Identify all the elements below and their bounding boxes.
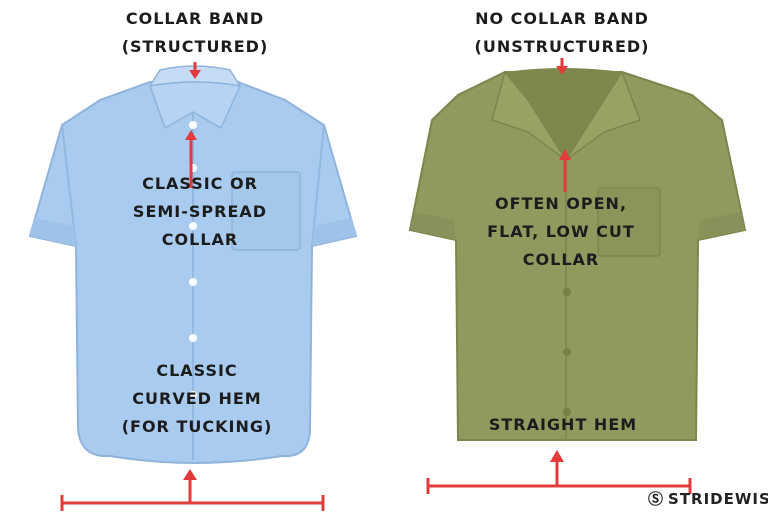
- stridewise-logo: Ⓢ STRIDEWISE: [648, 488, 768, 509]
- s-logo-icon: Ⓢ: [648, 490, 665, 508]
- label-line: CLASSIC: [156, 361, 238, 380]
- red-arrows: [60, 58, 692, 511]
- label-line: COLLAR: [161, 230, 239, 249]
- brand-name: STRIDEWISE: [668, 489, 768, 508]
- label-line: CLASSIC OR: [142, 174, 258, 193]
- label-line: CURVED HEM: [132, 389, 262, 408]
- label-line: STRAIGHT HEM: [488, 415, 638, 434]
- left-collar-label: CLASSIC OR SEMI-SPREAD COLLAR: [133, 170, 267, 254]
- label-line: COLLAR: [522, 250, 600, 269]
- left-title: COLLAR BAND (STRUCTURED): [122, 5, 269, 61]
- left-hem-label: CLASSIC CURVED HEM (FOR TUCKING): [122, 357, 273, 441]
- right-collar-label: OFTEN OPEN, FLAT, LOW CUT COLLAR: [487, 190, 635, 274]
- label-line: FLAT, LOW CUT: [487, 222, 635, 241]
- right-title-line: NO COLLAR BAND: [475, 9, 649, 28]
- right-title: NO COLLAR BAND (UNSTRUCTURED): [475, 5, 650, 61]
- right-title-line: (UNSTRUCTURED): [474, 37, 650, 56]
- label-line: (FOR TUCKING): [121, 417, 273, 436]
- left-title-line: COLLAR BAND: [125, 9, 265, 28]
- right-hem-label: STRAIGHT HEM: [489, 411, 637, 439]
- label-line: SEMI-SPREAD: [132, 202, 268, 221]
- unstructured-shirt: [408, 68, 747, 441]
- label-line: OFTEN OPEN,: [494, 194, 628, 213]
- left-title-line: (STRUCTURED): [121, 37, 269, 56]
